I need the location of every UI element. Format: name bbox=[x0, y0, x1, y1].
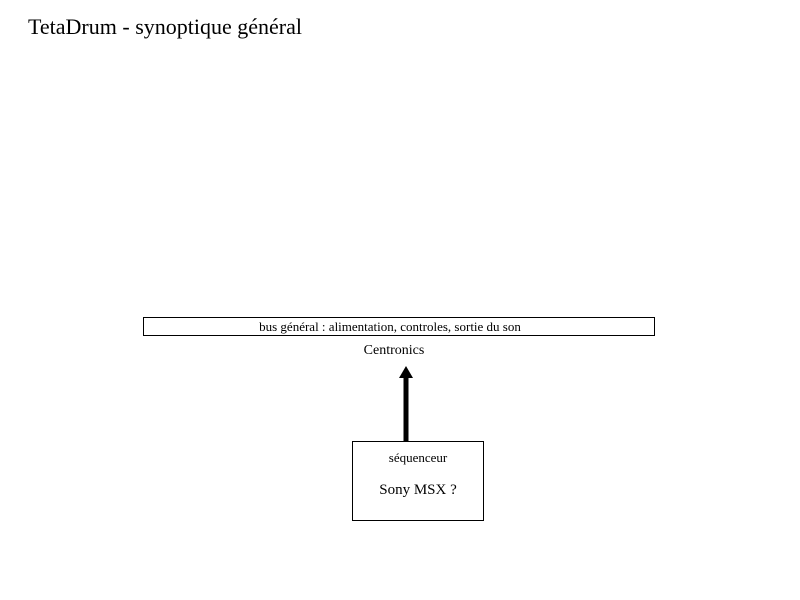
bus-bar-label: bus général : alimentation, controles, s… bbox=[259, 319, 521, 334]
sequencer-node[interactable]: séquenceur Sony MSX ? bbox=[352, 441, 484, 521]
page-title: TetaDrum - synoptique général bbox=[28, 14, 302, 39]
bus-bar-node[interactable]: bus général : alimentation, controles, s… bbox=[143, 317, 655, 336]
connection-label-centronics: Centronics bbox=[363, 343, 425, 358]
sequencer-label: séquenceur bbox=[388, 450, 448, 465]
arrow-up-icon bbox=[398, 366, 414, 442]
sequencer-model-label: Sony MSX ? bbox=[379, 482, 457, 498]
